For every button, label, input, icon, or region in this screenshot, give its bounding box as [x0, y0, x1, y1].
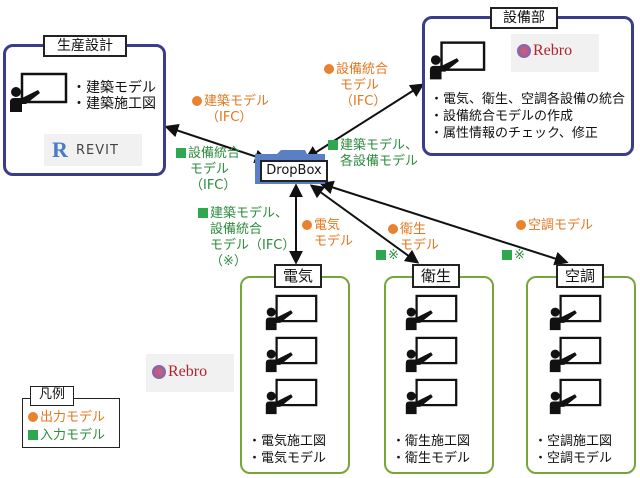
input-square-icon — [328, 140, 338, 150]
kucho-title: 空調 — [556, 264, 604, 288]
output-dot-icon — [192, 96, 202, 106]
kucho-item-1: ・空調施工図 — [534, 434, 613, 449]
label-to-kucho: ※ — [502, 248, 525, 264]
legend-input: 入力モデル — [28, 428, 105, 444]
eisei-item-2: ・衛生モデル — [392, 451, 471, 466]
output-dot-icon — [28, 412, 38, 422]
presenter-icon — [405, 294, 458, 331]
input-square-icon — [176, 148, 186, 158]
sekkei-item-2: ・建築施工図 — [72, 96, 156, 112]
arrow-setsubi-dropbox — [304, 83, 425, 160]
arrow-dropbox-kucho — [319, 180, 569, 266]
presenter-icon — [429, 41, 486, 80]
input-square-icon — [502, 250, 512, 260]
presenter-icon — [265, 336, 318, 373]
revit-logo: R REVIT — [44, 134, 142, 166]
label-from-denki: 電気 モデル — [302, 218, 353, 250]
input-square-icon — [28, 430, 38, 440]
sekkei-item-1: ・建築モデル — [72, 80, 156, 96]
rebro-logo: Rebro — [511, 34, 599, 72]
label-to-db-from-sekkei: 建築モデル （IFC） — [192, 94, 269, 126]
denki-panel — [240, 276, 350, 474]
dropbox-label: DropBox — [260, 160, 328, 182]
presenter-icon — [265, 378, 318, 415]
label-to-sekkei: 設備統合 モデル （IFC） — [176, 146, 240, 194]
sekkei-title: 生産設計 — [43, 35, 127, 57]
label-to-setsubi: 建築モデル、 各設備モデル — [328, 138, 418, 170]
kucho-panel — [526, 276, 636, 474]
output-dot-icon — [516, 220, 526, 230]
denki-item-1: ・電気施工図 — [248, 434, 327, 449]
output-dot-icon — [324, 64, 334, 74]
label-from-kucho: 空調モデル — [516, 218, 593, 234]
eisei-title: 衛生 — [412, 264, 460, 288]
denki-item-2: ・電気モデル — [248, 451, 327, 466]
presenter-icon — [549, 336, 602, 373]
legend-title: 凡例 — [30, 386, 74, 406]
presenter-icon — [265, 294, 318, 331]
setsubi-item-3: ・属性情報のチェック、修正 — [430, 126, 598, 141]
label-to-db-from-setsubi: 設備統合 モデル （IFC） — [324, 62, 388, 110]
presenter-icon — [10, 72, 68, 112]
setsubi-item-2: ・設備統合モデルの作成 — [430, 109, 574, 124]
input-square-icon — [198, 208, 208, 218]
setsubi-item-1: ・電気、衛生、空調各設備の統合 — [430, 92, 626, 107]
kucho-item-2: ・空調モデル — [534, 451, 613, 466]
label-to-denki: 建築モデル、 設備統合 モデル（IFC） （※） — [198, 206, 295, 270]
eisei-item-1: ・衛生施工図 — [392, 434, 471, 449]
presenter-icon — [549, 378, 602, 415]
presenter-icon — [549, 294, 602, 331]
eisei-panel — [384, 276, 494, 474]
legend-output: 出力モデル — [28, 410, 105, 426]
denki-title: 電気 — [274, 264, 322, 288]
arrow-sekkei-dropbox — [164, 123, 269, 164]
output-dot-icon — [388, 224, 398, 234]
rebro-logo: Rebro — [146, 354, 234, 392]
output-dot-icon — [302, 220, 312, 230]
presenter-icon — [405, 378, 458, 415]
presenter-icon — [405, 336, 458, 373]
input-square-icon — [376, 250, 386, 260]
label-to-eisei: ※ — [376, 248, 399, 264]
setsubi-title: 設備部 — [490, 7, 558, 29]
label-from-eisei: 衛生 モデル — [388, 222, 439, 254]
